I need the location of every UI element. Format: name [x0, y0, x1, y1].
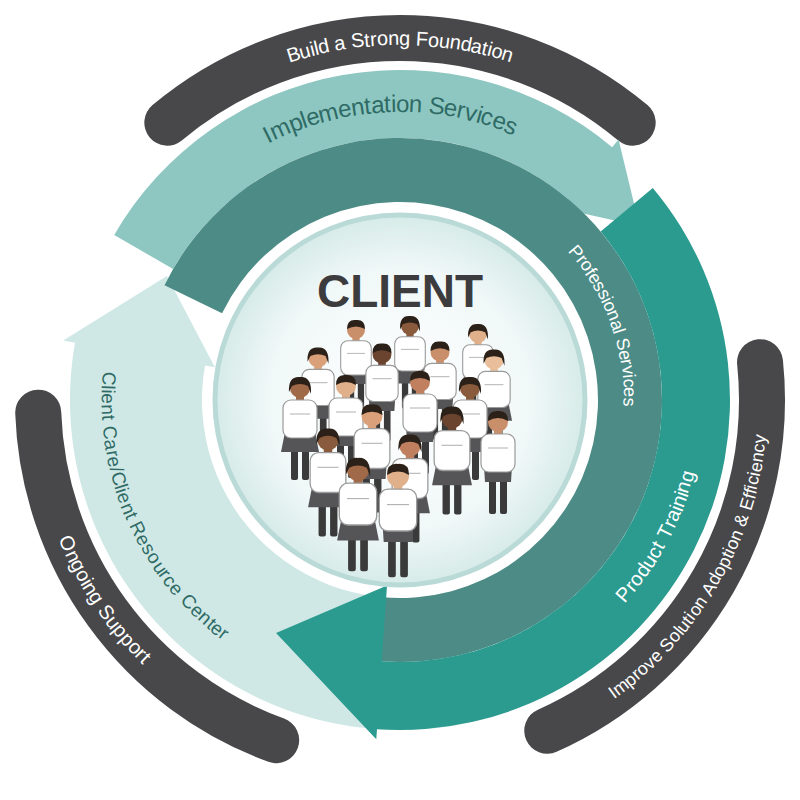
person-figure [481, 411, 515, 514]
glyph: C [99, 371, 119, 386]
glyph: o [377, 28, 389, 49]
glyph: i [99, 389, 118, 394]
glyph: g [399, 28, 410, 48]
person-figure [379, 464, 416, 577]
client-heading: CLIENT [212, 212, 588, 314]
glyph: t [383, 92, 391, 116]
glyph: n [408, 92, 423, 117]
glyph: e [621, 387, 639, 398]
person-figure [432, 406, 472, 514]
glyph: F [415, 28, 428, 49]
glyph: & [731, 512, 752, 529]
glyph: r [369, 29, 377, 49]
glyph: s [621, 397, 639, 406]
glyph [410, 28, 416, 48]
glyph: t [99, 415, 118, 421]
glyph: o [396, 92, 410, 116]
glyph: a [333, 32, 347, 54]
glyph: C [99, 424, 119, 440]
person-figure [337, 458, 379, 571]
glyph: c [620, 378, 639, 388]
glyph: e [98, 393, 117, 404]
glyph: i [390, 92, 396, 116]
glyph: a [370, 92, 385, 117]
glyph: y [750, 434, 769, 445]
client-circle: CLIENT [212, 212, 588, 588]
people-illustration [281, 316, 515, 577]
person-figure [366, 343, 398, 441]
glyph: n [98, 404, 117, 415]
glyph: n [388, 28, 399, 48]
